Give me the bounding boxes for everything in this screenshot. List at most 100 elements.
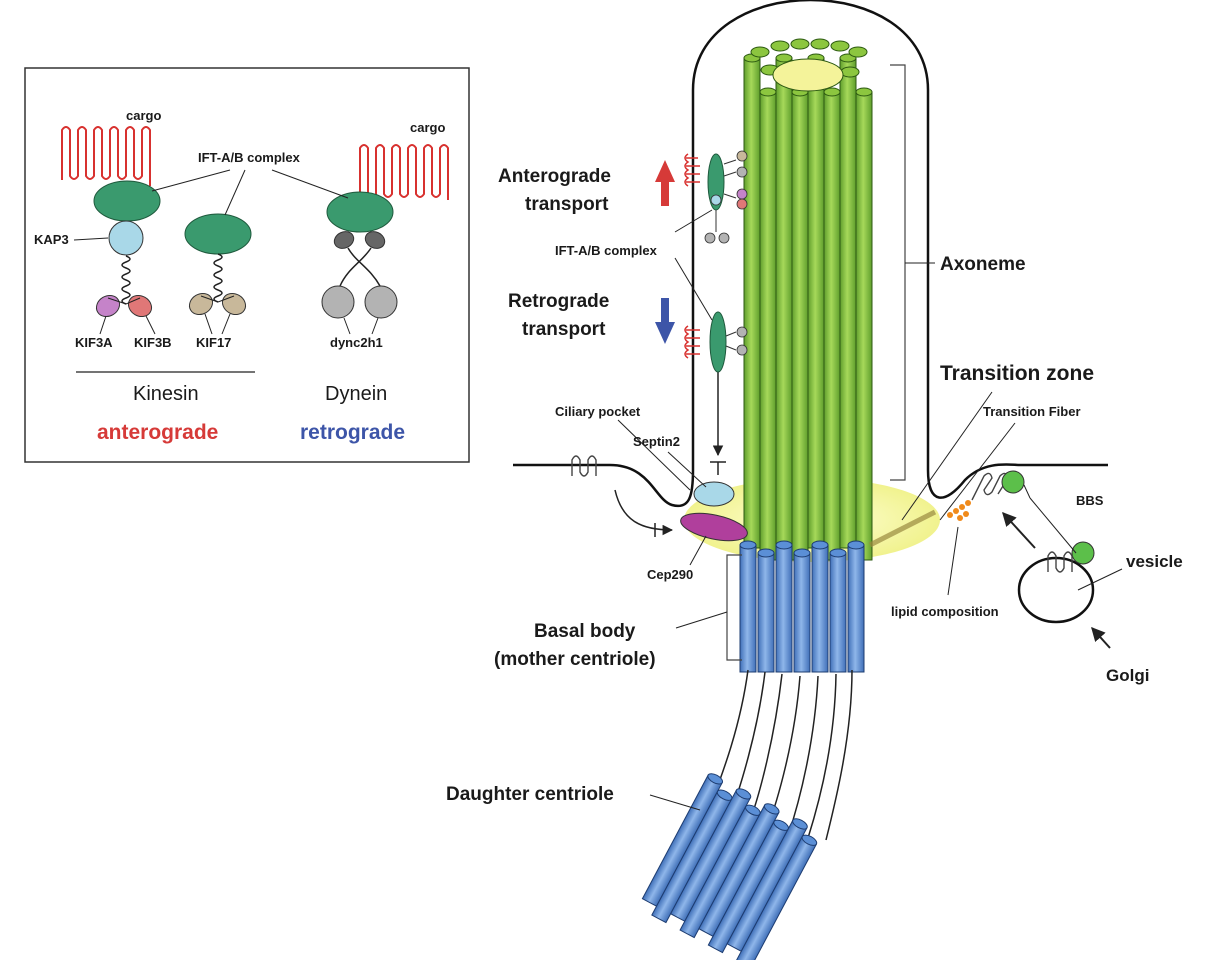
kif3a-head (95, 294, 121, 318)
axoneme-tubule (791, 91, 809, 561)
basal-body-tubule-cap (775, 540, 793, 550)
axoneme-tubule-cap (823, 87, 841, 97)
axoneme-tubule (855, 91, 873, 561)
axoneme-tubule-cap (759, 87, 777, 97)
cilium-main (513, 0, 1123, 960)
dync2h1-label: dync2h1 (330, 335, 383, 350)
axoneme-crown-tubule (750, 46, 770, 58)
dync2h1-head-right (364, 285, 398, 319)
golgi-to-vesicle-arrow (1091, 626, 1111, 649)
bbs-on-membrane (1001, 470, 1025, 494)
axoneme-tubule (807, 57, 825, 549)
daughter-centriole-tubule-cap (763, 803, 780, 815)
dynein-light-chain-left (333, 231, 355, 249)
axoneme-crown-tubule (790, 38, 810, 50)
golgi-label: Golgi (1106, 666, 1149, 685)
basal-body-bracket (726, 554, 742, 661)
basal-body-tubule-cap (847, 540, 865, 550)
axoneme-tubule (823, 91, 841, 561)
dynein-label: Dynein (325, 383, 387, 405)
anterograde-class-label: anterograde (97, 421, 218, 444)
basal-body-tubule (739, 544, 757, 673)
kif3a-label: KIF3A (75, 335, 113, 350)
retrograde-class-label: retrograde (300, 421, 405, 444)
retrograde-transport-label-2: transport (522, 319, 606, 340)
septin2-protein (693, 481, 735, 507)
axoneme-tubule (759, 91, 777, 561)
basal-body-tubule-cap (757, 548, 775, 558)
kif17-head-right (221, 292, 247, 316)
basal-body-tubule (775, 544, 793, 673)
axoneme-label: Axoneme (940, 254, 1026, 275)
kinesin2-stalk (121, 255, 131, 305)
cep290-label: Cep290 (647, 567, 693, 582)
basal-body-tubule (847, 544, 865, 673)
inset-frame (24, 67, 470, 463)
ift-complex-main-label: IFT-A/B complex (555, 243, 658, 258)
axoneme-tubule (743, 57, 761, 549)
kap3-label: KAP3 (34, 232, 69, 247)
vesicle-to-membrane-arrow (1002, 511, 1036, 549)
basal-body-label-1: Basal body (534, 621, 636, 642)
basal-body-tubule-cap (811, 540, 829, 550)
kap3-subunit (108, 220, 144, 256)
axoneme-crown-tubule (810, 38, 830, 50)
basal-body-tubule (811, 544, 829, 673)
axoneme-tubule (775, 57, 793, 549)
kif17-label: KIF17 (196, 335, 231, 350)
basal-body-triplets (739, 540, 865, 673)
cargo-right-label: cargo (410, 120, 445, 135)
ift-complex-label: IFT-A/B complex (198, 150, 301, 165)
bbs-on-vesicle (1071, 541, 1095, 565)
daughter-centriole-tubule-cap (707, 773, 724, 785)
retrograde-transport-label-1: Retrograde (508, 291, 609, 312)
ift-complex-kif17 (184, 213, 252, 255)
anterograde-transport-label-1: Anterograde (498, 166, 611, 187)
kif3b-label: KIF3B (134, 335, 172, 350)
cep290-protein (680, 512, 748, 542)
basal-body-label-2: (mother centriole) (494, 649, 656, 670)
central-pair-core (772, 58, 844, 92)
axoneme-bracket (890, 64, 906, 481)
axoneme-doublets (743, 38, 873, 561)
lipid-composition-label: lipid composition (891, 604, 999, 619)
kif17-head-left (188, 292, 214, 316)
ift-complex-dynein (326, 191, 394, 233)
anterograde-transport-label-2: transport (525, 194, 609, 215)
basal-body-tubule-cap (739, 540, 757, 550)
motor-inset-panel: cargo cargo IFT-A/B complex KAP3 KIF3A K… (24, 67, 470, 463)
anterograde-arrow-icon (655, 160, 675, 206)
basal-body-tubule (757, 552, 775, 673)
axoneme-crown-tubule (848, 46, 868, 58)
daughter-centriole-label: Daughter centriole (446, 784, 614, 805)
axoneme-tubule-cap (775, 53, 793, 63)
kif17-stalk (213, 253, 223, 303)
transition-fiber-label: Transition Fiber (983, 404, 1081, 419)
pocket-inhibition-line (614, 489, 674, 536)
transition-fiber (868, 509, 937, 548)
axoneme-tubule (839, 57, 857, 549)
basal-body-tubule (829, 552, 847, 673)
basal-body-tubule-cap (793, 548, 811, 558)
vesicle-label: vesicle (1126, 552, 1183, 571)
basal-body-tubule-cap (829, 548, 847, 558)
retrograde-arrow-icon (655, 298, 675, 344)
dync2h1-head-left (321, 285, 355, 319)
basal-body-tubule (793, 552, 811, 673)
membrane-receptor-left (571, 455, 597, 477)
ciliary-pocket-label: Ciliary pocket (555, 404, 641, 419)
daughter-centriole-tubule-cap (801, 834, 818, 846)
lipid-composition-dots (947, 500, 971, 521)
kinesin-label: Kinesin (133, 383, 199, 405)
ciliary-membrane (513, 0, 1108, 508)
septin2-label: Septin2 (633, 434, 680, 449)
ift-train-retrograde (684, 311, 748, 373)
bbs-label: BBS (1076, 493, 1104, 508)
cargo-left-icon (61, 126, 151, 186)
transition-zone-label: Transition zone (940, 362, 1094, 385)
daughter-centriole-tubule-cap (735, 788, 752, 800)
ift-train-anterograde (684, 150, 748, 244)
ift-complex-kif3 (93, 180, 161, 222)
axoneme-tubule-cap (855, 87, 873, 97)
